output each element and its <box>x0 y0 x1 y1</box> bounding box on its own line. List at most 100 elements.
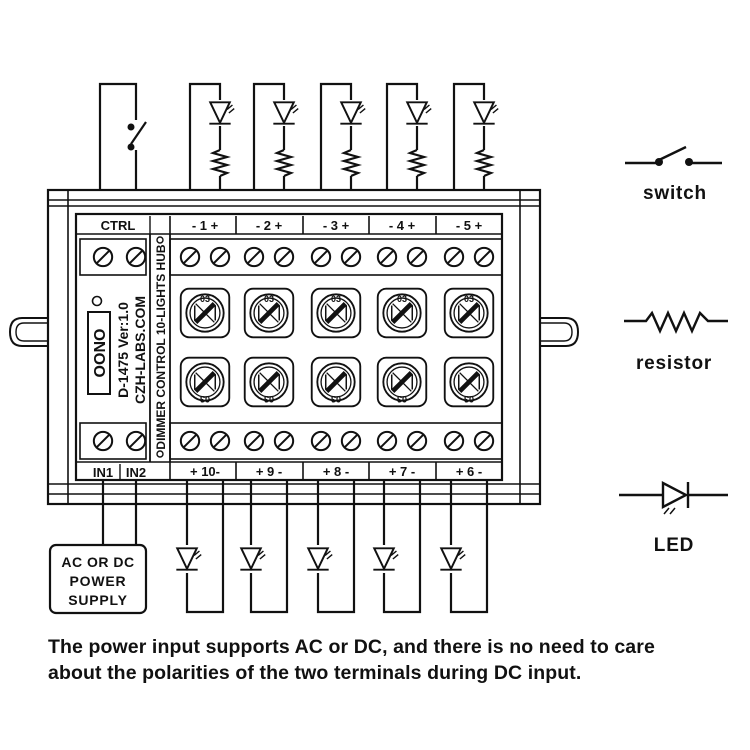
power-screw-terminal <box>125 430 147 452</box>
channel-screw-terminal-top <box>273 246 295 268</box>
ctrl-screw-terminal <box>125 246 147 268</box>
bottom-terminal-strip <box>169 422 503 460</box>
bottom-channel-label-2: + 9 - <box>256 464 282 479</box>
ctrl-screw-terminal <box>92 246 114 268</box>
rail-clip-left-inner <box>15 322 48 342</box>
bottom-led-loops <box>173 480 489 614</box>
top-led-icon <box>405 101 433 125</box>
channel-screw-terminal-bottom <box>443 430 465 452</box>
pot-digits-bottom: 03 <box>331 394 341 404</box>
channel-screw-terminal-bottom <box>273 430 295 452</box>
pot-digits-bottom: 03 <box>397 394 407 404</box>
pot-digits-top: 03 <box>264 294 274 304</box>
top-channel-label-1: - 1 + <box>192 218 219 233</box>
bottom-channel-labels: + 10- + 9 - + 8 - + 7 - + 6 - <box>190 464 482 479</box>
pot-digits-bottom: 03 <box>264 394 274 404</box>
resistor-icon <box>208 148 232 178</box>
channel-screw-terminal-bottom <box>340 430 362 452</box>
top-led-icon <box>208 101 236 125</box>
channel-screw-terminal-bottom <box>406 430 428 452</box>
bottom-led-loop-4 <box>370 480 422 614</box>
model-line: D-1475 Ver:1.0 <box>115 302 131 398</box>
top-led-icon <box>272 101 300 125</box>
dip-switch-box <box>87 311 111 395</box>
group-dividers <box>169 216 437 480</box>
bottom-channel-label-4: + 7 - <box>389 464 415 479</box>
site-line: CZH-LABS.COM <box>132 296 148 404</box>
power-supply-box <box>48 543 148 615</box>
legend-resistor-label: resistor <box>636 353 712 374</box>
channel-screw-terminal-bottom <box>243 430 265 452</box>
pot-digits-top: 03 <box>397 294 407 304</box>
bottom-channel-label-5: + 6 - <box>456 464 482 479</box>
legend-switch: switch <box>625 145 722 204</box>
channel-screw-terminal-top <box>179 246 201 268</box>
channel-screw-terminal-top <box>310 246 332 268</box>
bottom-channel-label-1: + 10- <box>190 464 220 479</box>
caption: The power input supports AC or DC, and t… <box>48 634 748 686</box>
dip-switch-label: OONO <box>92 329 109 378</box>
rail-clip-right-inner <box>540 322 573 342</box>
power-supply-line1: AC OR DC <box>61 554 134 570</box>
channel-screw-terminal-top <box>243 246 265 268</box>
top-channel-label-2: - 2 + <box>256 218 283 233</box>
ctrl-label: CTRL <box>101 218 136 233</box>
power-supply-line3: SUPPLY <box>68 592 128 608</box>
switch-contact-bottom <box>127 143 135 151</box>
top-terminal-strip <box>169 238 503 276</box>
caption-line2: about the polarities of the two terminal… <box>48 662 582 684</box>
channel-screw-terminal-bottom <box>179 430 201 452</box>
bottom-led-loop-2 <box>237 480 289 614</box>
resistor-icon <box>405 148 429 178</box>
bottom-led-loop-1 <box>173 480 225 614</box>
power-supply-line2: POWER <box>70 573 127 589</box>
top-led-icon <box>339 101 367 125</box>
pot-digits-top: 03 <box>200 294 210 304</box>
hub-dot-bottom <box>156 450 164 458</box>
jumper-icon <box>91 295 103 307</box>
switch-contact-top <box>127 123 135 131</box>
ctrl-wire-loop <box>98 82 138 215</box>
hub-label: DIMMER CONTROL 10-LIGHTS HUB <box>154 244 168 449</box>
switch-lever <box>130 121 147 145</box>
channel-screw-terminal-top <box>473 246 495 268</box>
resistor-icon <box>472 148 496 178</box>
channel-screw-terminal-top <box>376 246 398 268</box>
caption-line1: The power input supports AC or DC, and t… <box>48 636 655 658</box>
channel-screw-terminal-top <box>443 246 465 268</box>
channel-screw-terminal-bottom <box>310 430 332 452</box>
resistor-icon <box>272 148 296 178</box>
channel-screw-terminal-bottom <box>376 430 398 452</box>
legend-resistor: resistor <box>624 310 728 374</box>
pot-digits-top: 03 <box>464 294 474 304</box>
in1-label: IN1 <box>93 465 113 480</box>
in2-label: IN2 <box>126 465 146 480</box>
rail-clip-left <box>8 317 48 347</box>
channel-screw-terminal-bottom <box>209 430 231 452</box>
legend-led: LED <box>619 481 728 556</box>
bottom-channel-label-3: + 8 - <box>323 464 349 479</box>
legend-switch-label: switch <box>643 183 707 204</box>
channel-screw-terminal-top <box>340 246 362 268</box>
legend-led-label: LED <box>654 535 694 556</box>
top-channel-labels: - 1 + - 2 + - 3 + - 4 + - 5 + <box>192 218 483 233</box>
pot-digits-bottom: 03 <box>200 394 210 404</box>
pot-digits-top: 03 <box>331 294 341 304</box>
channel-screw-terminal-bottom <box>473 430 495 452</box>
top-channel-label-5: - 5 + <box>456 218 483 233</box>
top-led-icon <box>472 101 500 125</box>
rail-clip-right <box>540 317 580 347</box>
bottom-led-loop-3 <box>304 480 356 614</box>
channel-screw-terminal-top <box>209 246 231 268</box>
power-wiring <box>101 480 138 545</box>
hub-dot-top <box>156 236 164 244</box>
top-channel-label-4: - 4 + <box>389 218 416 233</box>
resistor-icon <box>339 148 363 178</box>
bottom-led-loop-5 <box>437 480 489 614</box>
power-screw-terminal <box>92 430 114 452</box>
top-channel-label-3: - 3 + <box>323 218 350 233</box>
channel-screw-terminal-top <box>406 246 428 268</box>
